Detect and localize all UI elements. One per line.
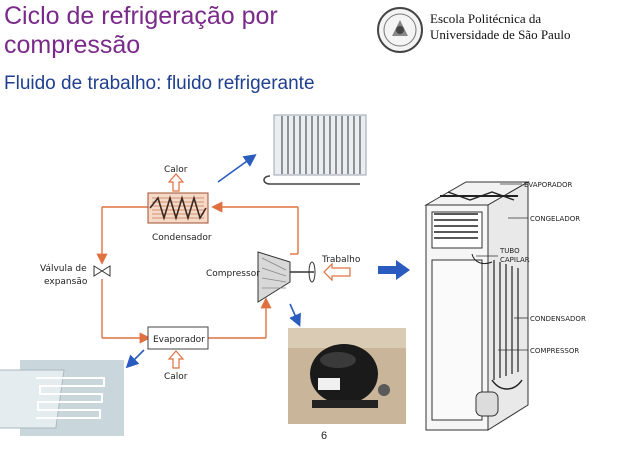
cycle-loop: [96, 201, 299, 344]
work-label: Trabalho: [321, 255, 361, 265]
valve-label-line-2: expansão: [44, 277, 88, 287]
heat-out-label: Calor: [164, 165, 188, 175]
page-number: 6: [320, 430, 328, 442]
valve-label-line-1: Válvula de: [40, 264, 87, 274]
compressor-callout-arrow: [289, 303, 301, 327]
condenser: [147, 192, 209, 224]
callout-capillary-line-1: TUBO: [499, 247, 520, 255]
heat-in-arrow: [167, 350, 185, 369]
condenser-callout-arrow: [217, 154, 257, 183]
page-title: Ciclo de refrigeração por compressão: [4, 2, 278, 59]
university-seal-icon: [377, 7, 423, 53]
callout-freezer: CONGELADOR: [530, 215, 580, 223]
heat-out-arrow: [167, 173, 185, 192]
callout-compressor: COMPRESSOR: [530, 347, 579, 355]
compressor-photo: [288, 328, 406, 424]
institution-name: Escola Politécnica da Universidade de Sã…: [430, 11, 570, 43]
heat-in-label: Calor: [164, 372, 188, 382]
fridge-schematic: [424, 181, 530, 431]
callout-capillary-line-2: CAPILAR: [500, 256, 530, 264]
slide-subtitle: Fluido de trabalho: fluido refrigerante: [4, 73, 315, 94]
condenser-label: Condensador: [152, 233, 212, 243]
evaporator-callout-arrow: [125, 349, 145, 369]
institution-line-2: Universidade de São Paulo: [430, 27, 571, 42]
condenser-photo: [263, 107, 372, 185]
fridge-callout-lines: [476, 183, 528, 351]
evaporator-box: [147, 326, 209, 350]
expansion-valve-icon: [93, 265, 111, 277]
compressor-label: Compressor: [206, 269, 260, 279]
compressor-icon: [257, 251, 316, 303]
fridge-pointer-arrow: [378, 260, 410, 280]
callout-condenser: CONDENSADOR: [530, 315, 586, 323]
work-arrow: [323, 262, 351, 282]
institution-line-1: Escola Politécnica da: [430, 11, 542, 26]
evaporator-label: Evaporador: [153, 335, 205, 345]
evaporator-photo: [0, 360, 124, 436]
callout-evaporator: EVAPORADOR: [524, 181, 573, 189]
